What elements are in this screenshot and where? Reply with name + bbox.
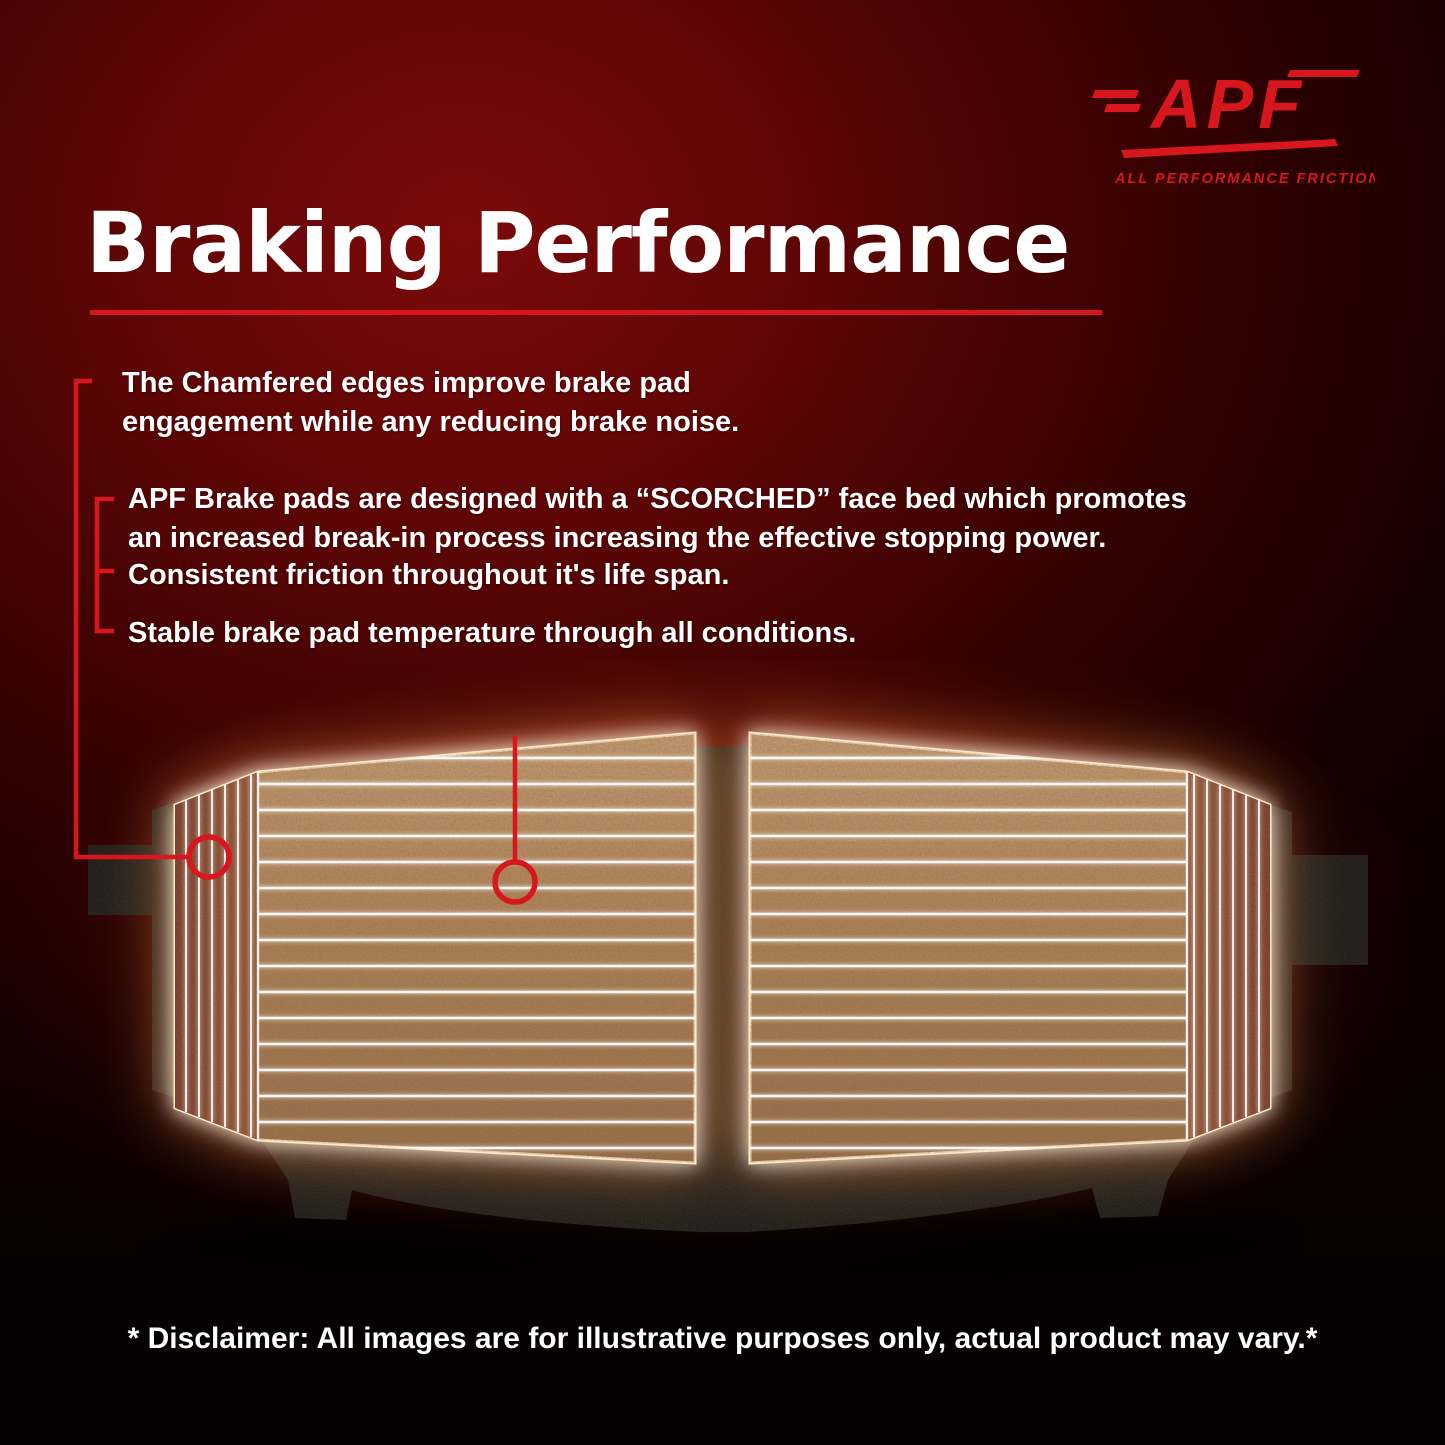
logo-wordmark: APF — [1149, 65, 1306, 143]
disclaimer-text: * Disclaimer: All images are for illustr… — [127, 1322, 1318, 1355]
callout-bracket-features — [94, 496, 115, 634]
pad-texture-light — [175, 733, 1270, 1163]
feature-text: APF Brake pads are designed with a “SCOR… — [128, 483, 1187, 554]
brake-pad-illustration — [0, 660, 1445, 1300]
speed-line-icon — [1104, 104, 1141, 112]
feature-text: The Chamfered edges improve brake pad en… — [122, 367, 740, 438]
chamfer-boundary-line — [256, 772, 1189, 1140]
page-title: Braking Performance — [86, 194, 1070, 292]
logo-underline-swoosh — [1121, 139, 1338, 158]
apf-logo: APF ALL PERFORMANCE FRICTION — [1085, 60, 1379, 195]
feature-stable-temperature: Stable brake pad temperature through all… — [128, 614, 1128, 653]
feature-text: Consistent friction throughout it's life… — [128, 559, 730, 591]
speed-line-icon — [1287, 70, 1360, 77]
feature-consistent-friction: Consistent friction throughout it's life… — [128, 556, 1128, 595]
title-underline — [90, 310, 1102, 315]
feature-text: Stable brake pad temperature through all… — [128, 617, 857, 649]
feature-scorched-face: APF Brake pads are designed with a “SCOR… — [128, 480, 1188, 557]
apf-logo-graphic: APF ALL PERFORMANCE FRICTION — [1092, 65, 1379, 187]
logo-tagline: ALL PERFORMANCE FRICTION — [1114, 171, 1375, 187]
ground-shadow — [162, 1207, 1282, 1283]
feature-chamfered-edges: The Chamfered edges improve brake pad en… — [122, 364, 867, 441]
speed-line-icon — [1092, 90, 1139, 98]
